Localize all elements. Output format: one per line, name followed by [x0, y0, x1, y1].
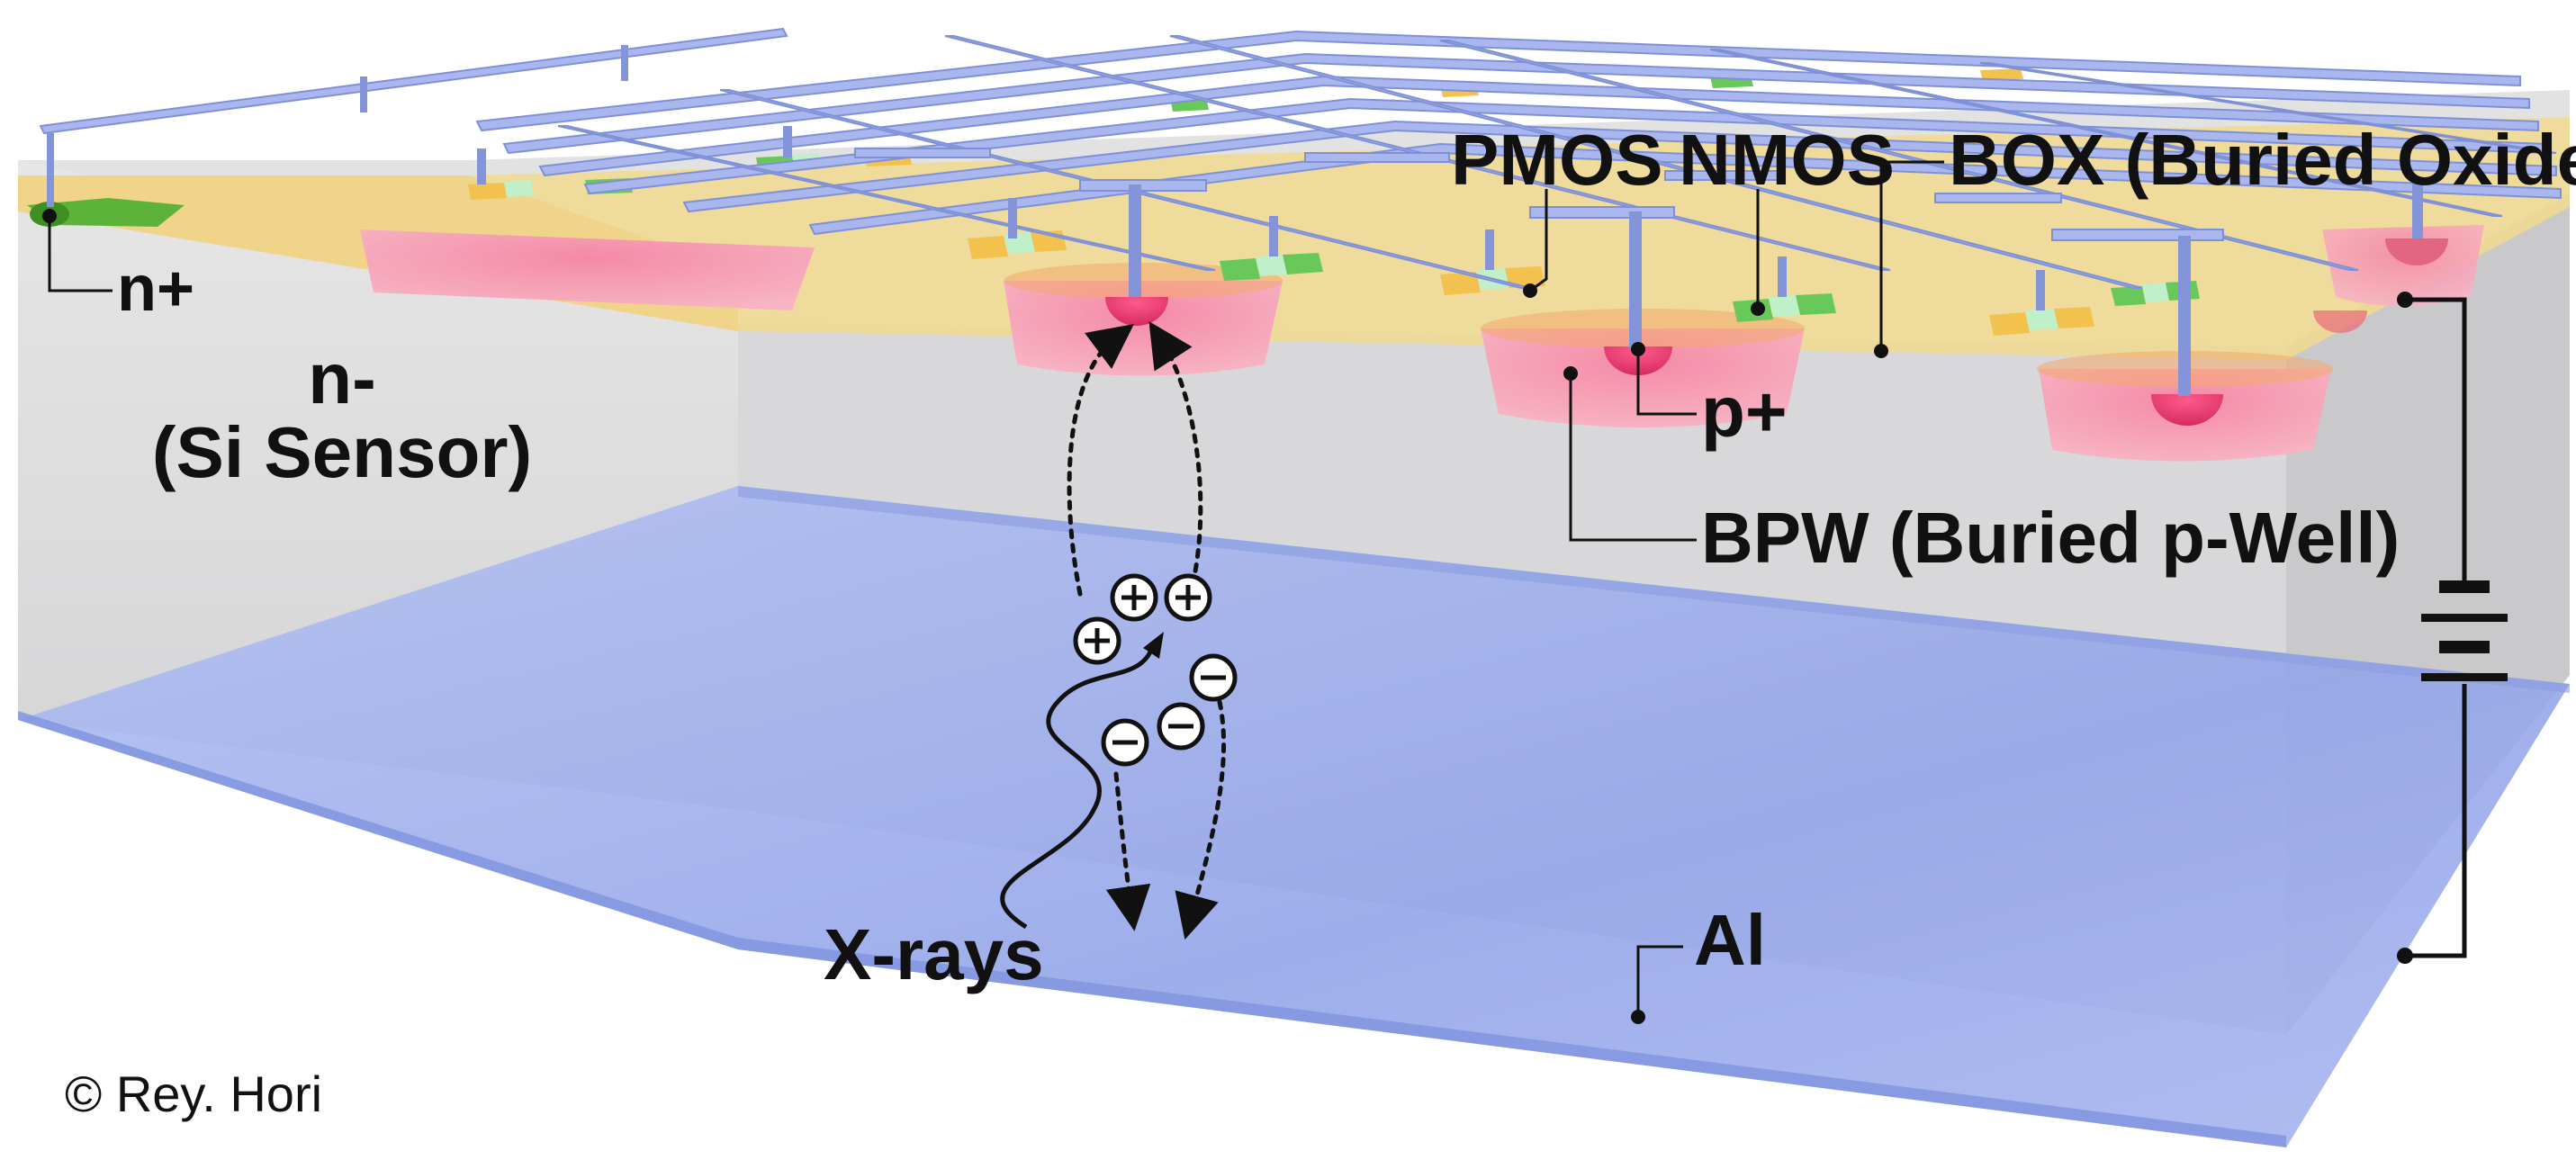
electron-drift-arrows: [1105, 699, 1227, 940]
buried-p-well-2: [1481, 309, 1805, 427]
battery-plate-long-2: [2421, 673, 2508, 681]
label-al: Al: [1694, 900, 1766, 980]
buried-p-well-left: [360, 229, 815, 310]
label-n-plus: n+: [117, 253, 194, 325]
label-bpw: BPW (Buried p-Well): [1701, 498, 2400, 578]
hole-drift-arrows: [1067, 320, 1203, 597]
leader-lines: [42, 160, 1944, 1024]
label-pmos: PMOS: [1451, 120, 1663, 200]
battery-plate-short-1: [2439, 580, 2490, 593]
hole-3: [1164, 573, 1212, 622]
electron-1: [1189, 653, 1238, 702]
label-n-minus: n-: [308, 338, 376, 418]
buried-p-well-1: [1004, 263, 1283, 376]
n-plus-implant: [27, 198, 185, 227]
bias-battery: [2397, 292, 2508, 964]
al-back-electrode: [18, 486, 2570, 1147]
electron-3: [1101, 718, 1149, 767]
label-p-plus: p+: [1701, 372, 1788, 452]
hole-1: [1073, 616, 1121, 665]
metal-wiring: [39, 27, 2562, 396]
battery-plate-long-1: [2421, 614, 2508, 622]
label-nmos: NMOS: [1679, 120, 1895, 200]
battery-plate-short-2: [2439, 641, 2490, 653]
xray-path: [1000, 632, 1164, 930]
hole-2: [1110, 573, 1158, 622]
electron-2: [1157, 702, 1205, 751]
label-xrays: X-rays: [824, 914, 1044, 994]
label-si-sensor: (Si Sensor): [152, 412, 532, 492]
copyright-credit: © Rey. Hori: [65, 1066, 322, 1122]
label-box: BOX (Buried Oxide): [1949, 120, 2576, 200]
